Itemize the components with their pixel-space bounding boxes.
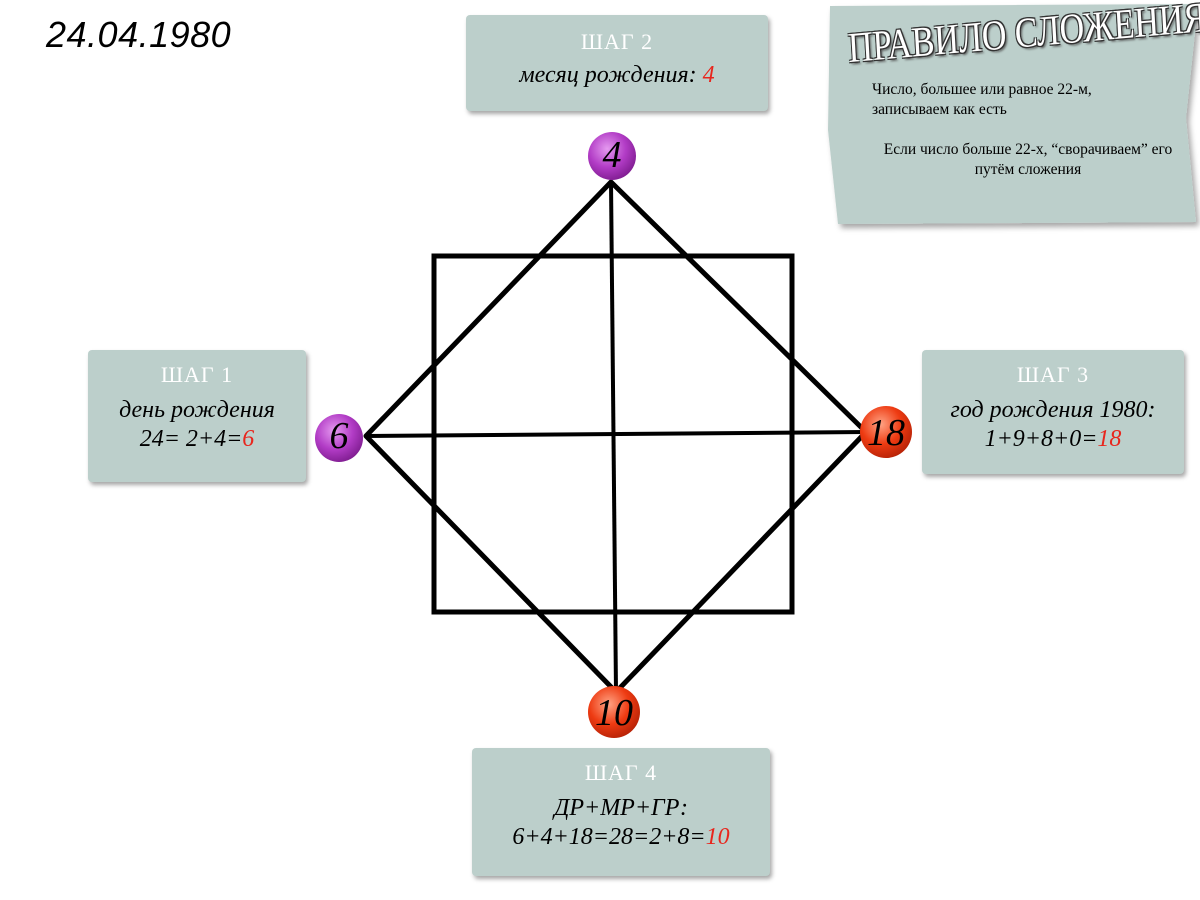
- date-title: 24.04.1980: [46, 14, 232, 55]
- node-bottom-value: 10: [595, 692, 633, 734]
- step3-line2: 1+9+8+0=18: [922, 425, 1184, 454]
- step2-box: ШАГ 2 месяц рождения: 4: [466, 15, 768, 111]
- step1-line1: день рождения: [119, 397, 275, 423]
- step3-box: ШАГ 3 год рождения 1980: 1+9+8+0=18: [922, 350, 1184, 474]
- step4-body: ДР+МР+ГР: 6+4+18=28=2+8=10: [472, 794, 770, 852]
- step4-box: ШАГ 4 ДР+МР+ГР: 6+4+18=28=2+8=10: [472, 748, 770, 876]
- vertical-axis: [609, 181, 618, 693]
- step3-heading: ШАГ 3: [1016, 362, 1090, 387]
- node-bottom-circle: [588, 686, 640, 738]
- node-top-circle: [588, 132, 636, 180]
- step3-formula: 1+9+8+0=: [984, 426, 1098, 452]
- node-top-value: 4: [602, 134, 622, 176]
- rule-text-2: Если число больше 22-х, “сворачиваем” ег…: [883, 141, 1173, 178]
- horizontal-axis: [365, 430, 867, 438]
- step1-box: ШАГ 1 день рождения 24= 2+4=6: [88, 350, 306, 482]
- step1-formula: 24= 2+4=: [139, 426, 243, 452]
- step2-text: месяц рождения:: [519, 62, 703, 88]
- step4-heading: ШАГ 4: [584, 760, 658, 785]
- rule-text-1: Число, большее или равное 22-м, записыва…: [872, 81, 1092, 118]
- step4-line2: 6+4+18=28=2+8=10: [472, 823, 770, 852]
- step1-heading: ШАГ 1: [160, 362, 234, 387]
- rule-card: [828, 4, 1198, 224]
- node-left-circle: [315, 414, 363, 462]
- node-right-value: 18: [867, 412, 905, 454]
- step2-result: 4: [702, 62, 715, 88]
- step2-heading: ШАГ 2: [580, 29, 654, 54]
- step2-body: месяц рождения: 4: [466, 61, 768, 90]
- step4-formula: 6+4+18=28=2+8=: [512, 824, 706, 850]
- step3-line1: год рождения 1980:: [950, 397, 1156, 423]
- step4-line1: ДР+МР+ГР:: [554, 795, 688, 821]
- step3-body: год рождения 1980: 1+9+8+0=18: [922, 396, 1184, 454]
- node-right-circle: [860, 406, 912, 458]
- step1-line2: 24= 2+4=6: [88, 425, 306, 454]
- step1-body: день рождения 24= 2+4=6: [88, 396, 306, 454]
- node-left-value: 6: [329, 415, 349, 457]
- step4-result: 10: [705, 824, 730, 850]
- step3-result: 18: [1097, 426, 1122, 452]
- step1-result: 6: [242, 426, 255, 452]
